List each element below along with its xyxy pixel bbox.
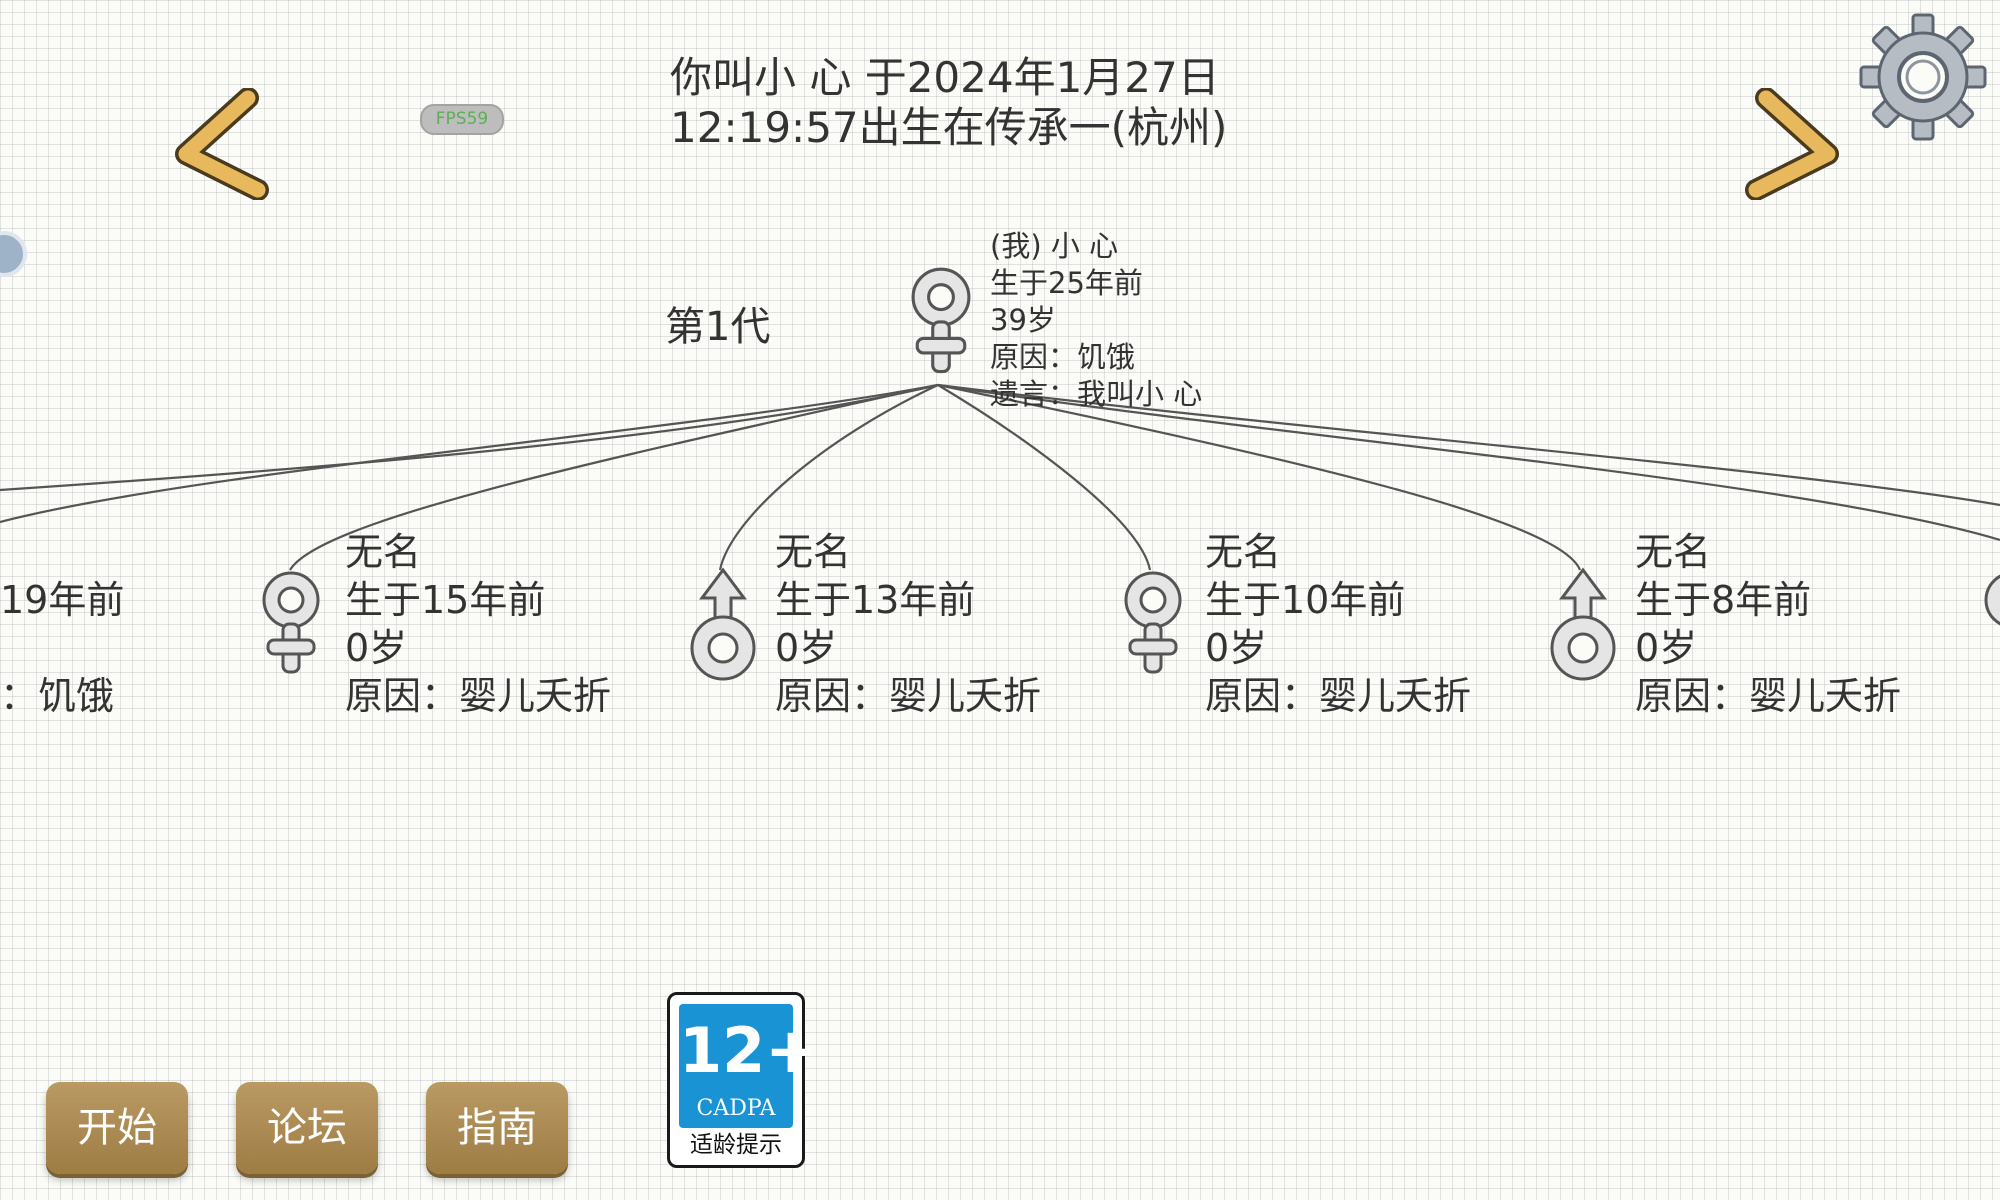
age-rating-value: 12+ <box>679 1014 818 1087</box>
self-cause: 原因：饥饿 <box>990 340 1136 374</box>
gear-icon[interactable] <box>1858 12 1988 142</box>
child-age: 0岁 <box>1635 626 1698 670</box>
child-age: 0岁 <box>345 626 408 670</box>
female-symbol-icon[interactable] <box>904 262 978 386</box>
child-born: 生于10年前 <box>1205 578 1406 622</box>
child-info: 无名 生于10年前 0岁 原因：婴儿夭折 <box>1205 528 1471 720</box>
birth-info-line1: 你叫小 心 于2024年1月27日 <box>670 53 1220 102</box>
side-bubble-icon <box>0 231 27 277</box>
child-info: 无名 生于13年前 0岁 原因：婴儿夭折 <box>775 528 1041 720</box>
generation-label: 第1代 <box>665 304 771 350</box>
self-info: (我) 小 心 生于25年前 39岁 原因：饥饿 遗言：我叫小 心 <box>990 228 1202 413</box>
age-rating-panel: 12+ CADPA <box>679 1004 818 1128</box>
partial-symbol-icon <box>1984 574 2000 626</box>
guide-button[interactable]: 指南 <box>426 1082 568 1174</box>
child-name: 无名 <box>1635 530 1712 574</box>
child-cause: 原因：婴儿夭折 <box>1205 674 1472 718</box>
age-rating-badge[interactable]: 12+ CADPA 适龄提示 <box>667 992 818 1168</box>
child-name: 无名 <box>345 530 422 574</box>
female-symbol-icon[interactable] <box>1118 566 1188 686</box>
left-partial-born: 19年前 <box>0 578 125 622</box>
child-cause: 原因：婴儿夭折 <box>775 674 1042 718</box>
child-cause: 原因：婴儿夭折 <box>345 674 612 718</box>
child-name: 无名 <box>775 530 852 574</box>
right-arrow-icon[interactable] <box>1742 88 1846 200</box>
child-info: 无名 生于15年前 0岁 原因：婴儿夭折 <box>345 528 611 720</box>
female-symbol-icon[interactable] <box>256 566 326 686</box>
birth-info-line2: 12:19:57出生在传承一(杭州) <box>670 103 1228 152</box>
left-partial-info: 19年前 ：饥饿 <box>0 576 124 720</box>
male-symbol-icon[interactable] <box>1548 566 1618 686</box>
male-symbol-icon[interactable] <box>688 566 758 686</box>
self-will: 遗言：我叫小 心 <box>990 377 1203 411</box>
age-rating-note: 适龄提示 <box>690 1132 782 1158</box>
start-button[interactable]: 开始 <box>46 1082 188 1174</box>
child-born: 生于15年前 <box>345 578 546 622</box>
child-age: 0岁 <box>775 626 838 670</box>
child-born: 生于8年前 <box>1635 578 1812 622</box>
forum-button[interactable]: 论坛 <box>236 1082 378 1174</box>
self-age: 39岁 <box>990 303 1056 337</box>
child-name: 无名 <box>1205 530 1282 574</box>
child-born: 生于13年前 <box>775 578 976 622</box>
self-born: 生于25年前 <box>990 266 1143 300</box>
child-cause: 原因：婴儿夭折 <box>1635 674 1902 718</box>
child-info: 无名 生于8年前 0岁 原因：婴儿夭折 <box>1635 528 1901 720</box>
fps-counter: FPS59 <box>420 104 504 135</box>
left-partial-cause: ：饥饿 <box>0 674 115 718</box>
child-age: 0岁 <box>1205 626 1268 670</box>
self-name: (我) 小 心 <box>990 229 1119 263</box>
age-rating-org: CADPA <box>696 1096 776 1121</box>
left-arrow-icon[interactable] <box>168 88 272 200</box>
